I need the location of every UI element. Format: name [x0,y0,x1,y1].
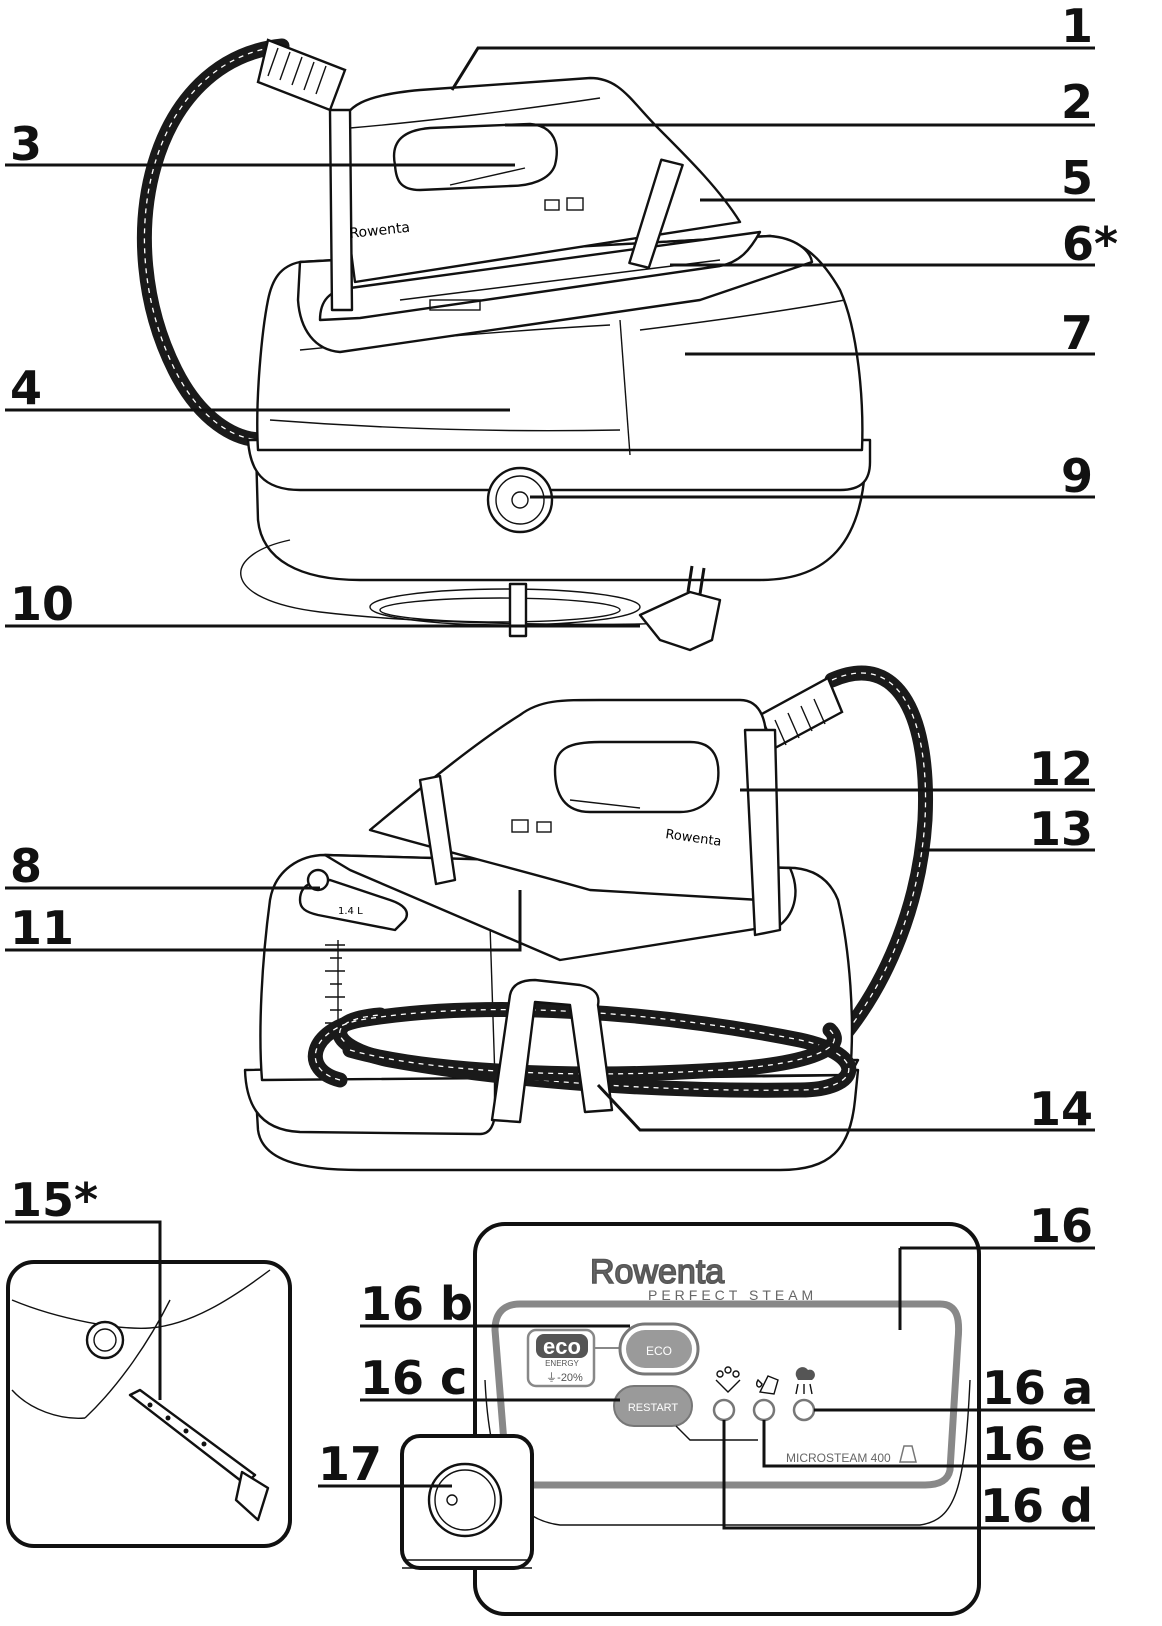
callout-16d: 16 d [980,1479,1093,1533]
svg-text:-20%: -20% [557,1372,583,1384]
water-tank-icon [755,1375,779,1395]
callout-17: 17 [318,1437,382,1491]
iron-lock-bar-back [418,774,457,886]
svg-text:eco: eco [543,1334,581,1359]
eco-button[interactable]: ECO [618,1322,700,1376]
callout-16b: 16 b [360,1277,473,1331]
iron-symbol-icon [899,1445,917,1463]
callout-1: 1 [1061,0,1093,53]
panel-brand: Rowenta [590,1253,724,1291]
callout-16c: 16 c [360,1351,467,1405]
figure-detail-inset [6,1260,292,1548]
callout-9: 9 [1061,449,1093,503]
eco-energy-badge: eco ENERGY -20% ⏚ [526,1328,596,1388]
hose-spring-guard [256,38,347,112]
callout-6: 6* [1062,217,1118,271]
iron-handle-opening-back [553,740,720,814]
svg-text:ECO: ECO [646,1344,672,1358]
tank-capacity-print: 1.4 L [338,906,363,917]
callout-5: 5 [1061,151,1093,205]
svg-text:RESTART: RESTART [628,1402,679,1414]
restart-button[interactable]: RESTART [613,1385,693,1427]
power-switch[interactable] [427,1462,503,1538]
descale-icon [715,1366,741,1393]
panel-product-name: PERFECT STEAM [648,1287,817,1303]
callout-10: 10 [10,577,74,631]
leader-lines [5,46,1095,1530]
base-rim-front [246,438,872,492]
iron-brand-print: Rowenta [349,220,411,242]
steam-ready-indicator-light [792,1398,816,1422]
callout-14: 14 [1029,1082,1093,1136]
callout-2: 2 [1061,75,1093,129]
iron-lock-bar [628,158,684,270]
callout-3: 3 [10,117,42,171]
callout-15: 15* [10,1173,98,1227]
descaling-cap [486,466,554,534]
svg-text:ENERGY: ENERGY [545,1359,579,1368]
callout-16: 16 [1029,1199,1093,1253]
figure-back-view: 1.4 L Rowenta [243,665,934,1172]
callout-16e: 16 e [982,1417,1093,1471]
steam-ready-icon [795,1367,815,1395]
power-plug [638,590,722,652]
descale-indicator-light [712,1398,736,1422]
inset-round-button [85,1320,125,1360]
iron-handle-opening [392,122,558,192]
inset-accessory-tube [128,1388,257,1486]
svg-text:⏚: ⏚ [546,1371,557,1384]
callout-labels: 1 2 3 5 6* 7 4 9 10 12 13 8 11 14 15* 16… [10,0,1118,1533]
iron-handle-back [743,728,782,937]
callout-12: 12 [1029,742,1093,796]
figure-control-panel: Rowenta PERFECT STEAM eco ENERGY -20% ⏚ … [400,1222,981,1616]
callout-13: 13 [1029,802,1093,856]
callout-8: 8 [10,839,42,893]
callout-7: 7 [1061,306,1093,360]
hose-holder [490,978,614,1124]
callout-11: 11 [10,901,74,955]
panel-model: MICROSTEAM 400 [786,1451,891,1465]
water-tank-indicator-light [752,1398,776,1422]
figure-front-view: Rowenta [136,38,872,652]
callout-16a: 16 a [982,1361,1093,1415]
callout-4: 4 [10,361,42,415]
cord-strap [508,582,528,638]
iron-handle-front [328,108,354,312]
inset-accessory-tip [234,1470,270,1522]
